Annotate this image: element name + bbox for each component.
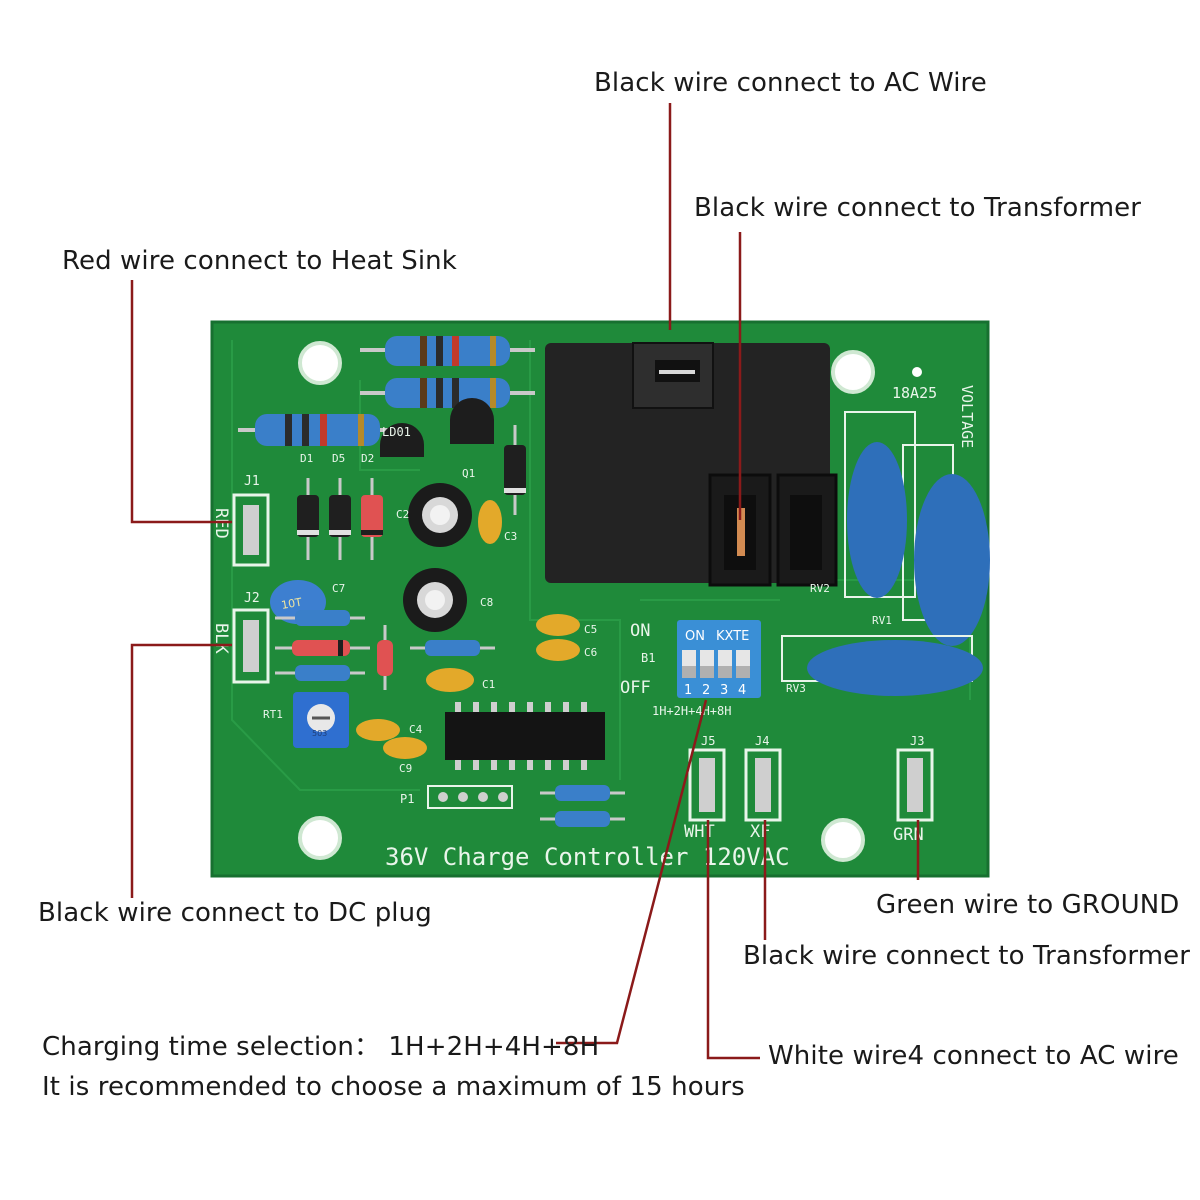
board-off-label: OFF [620, 678, 651, 698]
j2-terminal [232, 608, 270, 684]
c8-label: C8 [480, 596, 493, 609]
varistors [781, 442, 990, 696]
d1-label: D1 [300, 452, 313, 465]
board-on-label: ON [630, 621, 650, 641]
d2-label: D2 [361, 452, 374, 465]
dip-pos-4: 4 [738, 683, 746, 698]
j4-terminal [744, 748, 782, 822]
diodes [297, 425, 526, 560]
c6-label: C6 [584, 646, 597, 659]
j3-terminal [896, 748, 934, 822]
rv1-label: RV1 [872, 614, 892, 627]
resistors-middle [275, 610, 625, 827]
rv3-label: RV3 [786, 682, 806, 695]
callout-charging-time: Charging time selection： 1H+2H+4H+8H [42, 1032, 600, 1062]
callout-transformer-top: Black wire connect to Transformer [694, 193, 1142, 223]
board-code: 18A25 [892, 384, 937, 402]
j3-label: J3 [910, 734, 924, 748]
j3-wire-label: GRN [893, 825, 924, 845]
callout-transformer-bottom: Black wire connect to Transformer [743, 941, 1191, 971]
c2-label: C2 [396, 508, 409, 521]
ld01-transistor [380, 423, 424, 457]
callout-heat-sink: Red wire connect to Heat Sink [62, 246, 457, 276]
rt1-label: RT1 [263, 708, 283, 721]
dip-pos-2: 2 [702, 683, 710, 698]
dip-pos-3: 3 [720, 683, 728, 698]
leader-white-wire [706, 820, 760, 1060]
leader-charging-time [556, 699, 708, 1045]
j2-label: J2 [244, 591, 260, 606]
c3-label: C3 [504, 530, 517, 543]
j2-wire-label: BLK [211, 623, 231, 654]
ceramic-capacitors [356, 500, 580, 759]
ic-chip [445, 712, 605, 760]
q1-label: Q1 [462, 467, 475, 480]
ld01-label: LD01 [382, 425, 411, 439]
rt1-code: 503 [312, 729, 327, 738]
voltage-label: VOLTAGE [958, 385, 976, 448]
c4-label: C4 [409, 723, 423, 736]
c7-label: C7 [332, 582, 345, 595]
d5-label: D5 [332, 452, 345, 465]
dip-timing-label: 1H+2H+4H+8H [652, 704, 731, 718]
c9-label: C9 [399, 762, 412, 775]
j1-wire-label: RED [211, 508, 231, 539]
callout-dc-plug: Black wire connect to DC plug [38, 898, 432, 928]
dip-ref-label: B1 [641, 651, 655, 665]
dip-brand: KXTE [716, 629, 749, 644]
j1-terminal [232, 493, 270, 567]
dip-on-label: ON [685, 629, 705, 644]
dip-pos-1: 1 [684, 683, 692, 698]
p1-header [427, 785, 513, 809]
j1-label: J1 [244, 474, 260, 489]
leader-heat-sink [130, 280, 232, 524]
q1-transistor [450, 398, 494, 444]
callout-ac-wire: Black wire connect to AC Wire [594, 68, 987, 98]
c1-label: C1 [482, 678, 495, 691]
callout-recommendation: It is recommended to choose a maximum of… [42, 1072, 745, 1102]
c7-code: 10T [280, 596, 303, 612]
callout-ground: Green wire to GROUND [876, 890, 1180, 920]
leader-dc-plug [130, 643, 232, 898]
rv2-label: RV2 [810, 582, 830, 595]
j4-label: J4 [755, 734, 769, 748]
mounting-holes [298, 341, 922, 862]
board-title: 36V Charge Controller 120VAC [385, 843, 790, 871]
c5-label: C5 [584, 623, 597, 636]
callout-white-wire: White wire4 connect to AC wire [768, 1041, 1179, 1071]
j5-label: J5 [701, 734, 715, 748]
p1-label: P1 [400, 792, 414, 806]
